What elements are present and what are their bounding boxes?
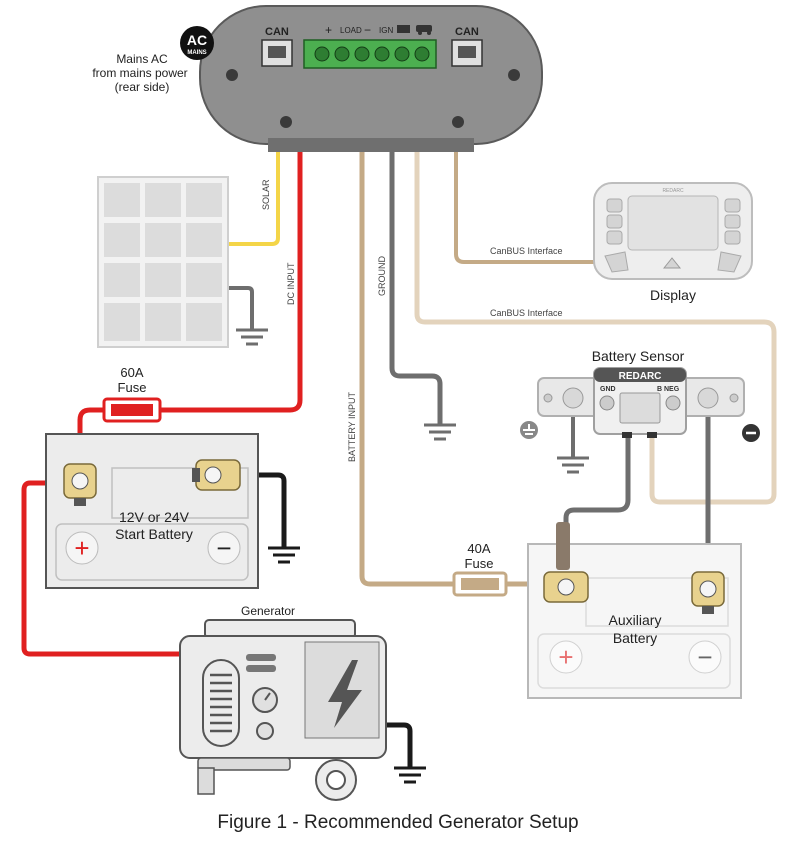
can-left-label: CAN [265,26,289,38]
sensor-to-aux-wire [563,432,631,568]
fuse-40a [452,571,508,597]
fuse-60a [102,397,162,423]
fuse-60-amp-label: 60A [120,365,143,380]
solar-wire-label: SOLAR [261,179,271,210]
dc-input-wire-label: DC INPUT [286,262,296,305]
generator-ground-symbol [394,766,426,784]
figure-caption: Figure 1 - Recommended Generator Setup [217,812,579,833]
aux-battery-minus-icon [688,640,722,674]
solar-wire [228,150,280,246]
generator [179,619,387,801]
start-battery-line2: Start Battery [115,526,193,542]
display-label: Display [650,287,696,303]
sensor-brand: REDARC [619,371,662,382]
start-battery-plus-sign: + [74,533,89,563]
battery-input-wire [359,150,455,587]
controller-ground-symbol [424,423,456,441]
dc-charger-controller: CAN CAN + LOAD − IGN [199,5,543,152]
lightning-icon [328,660,362,728]
start-battery: + − [45,433,259,589]
aux-battery-minus-sign: − [697,642,712,672]
terminal-ign-label: IGN [379,26,393,35]
aux-battery-plus-icon [549,640,583,674]
battery-sensor-title: Battery Sensor [592,348,685,364]
can-right-label: CAN [455,26,479,38]
ac-badge-subtext: MAINS [187,50,206,56]
vehicle-icon [416,25,432,35]
start-battery-generator-wire [21,480,182,657]
battery-symbol-icon [397,25,410,33]
start-battery-negative-terminal [192,459,241,491]
canbus-sensor-label: CanBUS Interface [490,308,563,318]
fuse-40-amp-label: 40A [467,541,490,556]
display-brand: REDARC [662,188,684,194]
ground-wire-label: GROUND [377,256,387,296]
mains-label-line1: Mains AC [116,52,168,66]
sensor-negative-icon [742,424,760,442]
start-battery-line1: 12V or 24V [119,509,190,525]
aux-battery-line1: Auxiliary [609,612,662,628]
ac-mains-badge: AC MAINS [180,26,214,60]
start-battery-minus-icon [207,531,241,565]
fuse-to-start-battery-wire [77,407,104,465]
battery-input-wire-label: BATTERY INPUT [347,391,357,462]
terminal-plus-label: + [325,23,332,37]
start-battery-minus-sign: − [216,533,231,563]
sensor-bneg-label: B NEG [657,386,680,393]
canbus-display-wire [454,150,596,264]
fuse-60-word-label: Fuse [118,380,147,395]
start-battery-ground-symbol [268,546,300,564]
sensor-gnd-label: GND [600,386,616,393]
terminal-load-label: LOAD [340,26,362,35]
mains-label-line3: (rear side) [115,80,170,94]
aux-battery-negative-terminal [691,571,725,614]
generator-ground-wire [385,722,413,768]
controller-ground-wire [389,150,443,425]
battery-sensor: REDARC GND B NEG [537,367,745,438]
aux-battery-positive-terminal [543,522,589,603]
terminal-minus-label: − [364,23,371,37]
aux-battery-line2: Battery [613,630,657,646]
start-battery-plus-icon [65,531,99,565]
display-unit: REDARC [593,182,753,280]
canbus-display-label: CanBUS Interface [490,246,563,256]
auxiliary-battery: + − [527,522,742,699]
solar-ground-wire [228,286,254,330]
fuse-40-word-label: Fuse [465,556,494,571]
start-battery-positive-terminal [63,463,97,506]
start-battery-ground-wire [240,472,287,548]
generator-label: Generator [241,604,295,618]
mains-label-line2: from mains power [92,66,187,80]
solar-ground-symbol [236,328,268,346]
terminal-block [303,39,437,69]
sensor-ground-icon [520,421,538,439]
solar-panel [97,176,229,348]
canbus-sensor-wire [414,150,777,505]
aux-battery-plus-sign: + [558,642,573,672]
ac-badge-text: AC [187,32,207,48]
dc-input-wire [160,150,303,413]
sensor-ground-symbol [557,456,589,474]
